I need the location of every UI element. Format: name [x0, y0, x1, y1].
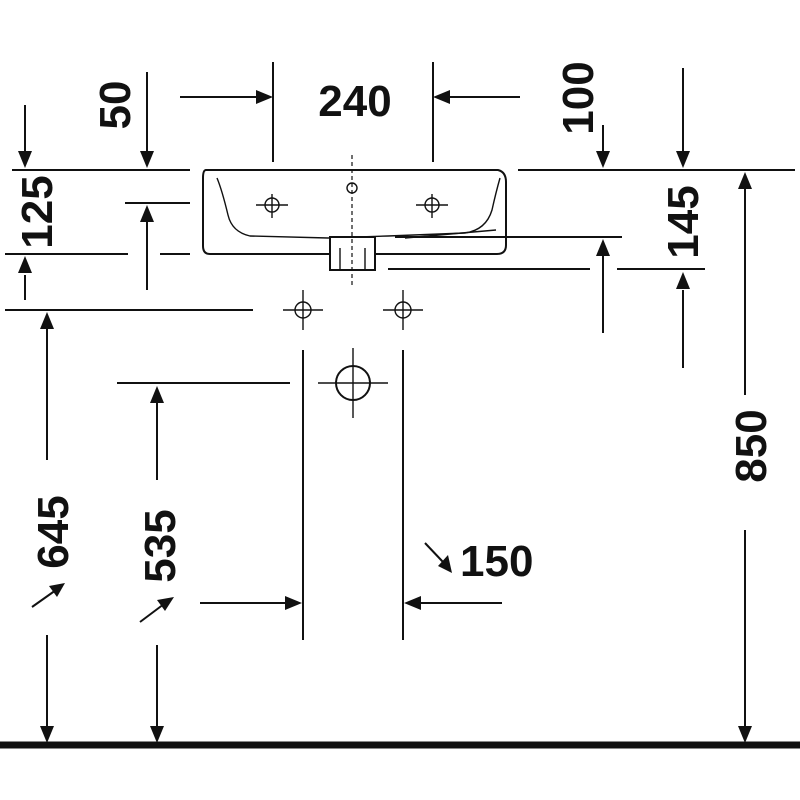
dimension-535-label: 535 [136, 509, 185, 582]
washbasin-outline [202, 169, 507, 255]
dimension-535-arrows [150, 386, 164, 743]
dimension-100-label: 100 [554, 61, 603, 134]
tap-hole-left-symbol [256, 194, 288, 218]
dimension-100-arrow [596, 68, 690, 168]
dimension-145-arrows [388, 236, 705, 368]
dimension-50-label: 50 [91, 81, 140, 130]
waste-outlet-symbol [318, 348, 388, 418]
tap-hole-right-symbol [416, 194, 448, 218]
dimension-645-arrows [40, 312, 54, 743]
bowl-depth-arrow [125, 202, 190, 290]
dimension-850-arrows [738, 172, 752, 743]
dimension-50-arrow [140, 72, 154, 168]
overflow-hole-symbol [346, 155, 358, 285]
dimension-240-lines [180, 62, 520, 162]
dimension-125-label: 125 [13, 175, 62, 248]
dimension-645-label: 645 [29, 495, 78, 568]
dimension-240-label: 240 [318, 77, 391, 126]
dimension-150-label: 150 [460, 537, 533, 586]
dimension-850-label: 850 [727, 409, 776, 482]
dimension-535-diagonal-arrow [139, 597, 174, 623]
dimension-150-diagonal-arrow [424, 542, 452, 573]
dimension-645-diagonal-arrow [31, 583, 65, 608]
water-inlet-right-symbol [383, 290, 423, 330]
dimension-150-arrows [200, 596, 502, 610]
dimension-145-label: 145 [659, 185, 708, 258]
water-inlet-left-symbol [283, 290, 323, 330]
dimension-125-arrows [5, 105, 190, 300]
